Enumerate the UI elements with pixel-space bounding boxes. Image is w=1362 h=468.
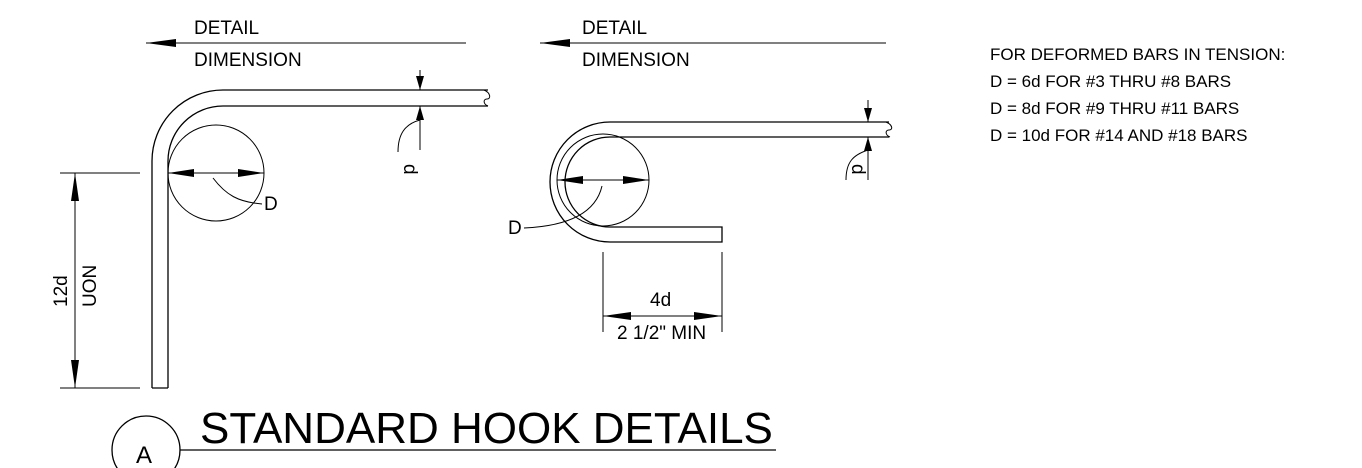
right-bend-diameter-dimension [557, 176, 649, 184]
notes-line: D = 8d FOR #9 THRU #11 BARS [990, 99, 1239, 118]
left-detail-dimension-arrow [146, 39, 466, 47]
notes-heading: FOR DEFORMED BARS IN TENSION: [990, 45, 1285, 64]
left-leg-length-line2: UON [80, 265, 101, 307]
left-hook-detail: DETAIL DIMENSION D d [51, 18, 491, 389]
right-detail-header-line1: DETAIL [582, 18, 647, 39]
left-diameter-label: D [264, 194, 278, 215]
left-diameter-leader [212, 177, 263, 205]
left-detail-header-line2: DIMENSION [194, 50, 302, 71]
notes-line: D = 6d FOR #3 THRU #8 BARS [990, 72, 1231, 91]
drawing-title: STANDARD HOOK DETAILS [200, 404, 773, 453]
right-hook-detail: DETAIL DIMENSION D d 4d 2 1/2" M [508, 18, 893, 344]
right-hook-bar [549, 121, 889, 243]
right-extension-dimension [602, 252, 723, 332]
right-detail-dimension-arrow [540, 39, 886, 47]
right-diameter-label: D [508, 218, 522, 239]
right-bar-diameter-dimension [864, 100, 872, 180]
left-bend-diameter-dimension [168, 169, 264, 177]
right-diameter-leader [523, 185, 603, 229]
right-extension-line1: 4d [650, 290, 671, 311]
left-bar-dia-label: d [399, 164, 420, 175]
right-extension-line2: 2 1/2" MIN [617, 323, 706, 344]
right-bar-dia-leader [845, 149, 869, 181]
bend-diameter-notes: FOR DEFORMED BARS IN TENSION: D = 6d FOR… [990, 45, 1285, 145]
notes-line: D = 10d FOR #14 AND #18 BARS [990, 126, 1248, 145]
left-bar-dia-leader [397, 119, 421, 153]
right-bar-break [885, 121, 893, 138]
title-block: A STANDARD HOOK DETAILS [111, 404, 776, 468]
left-bar-break [483, 89, 491, 107]
right-detail-header-line2: DIMENSION [582, 50, 690, 71]
left-bar-diameter-dimension [416, 70, 424, 150]
left-leg-length-line1: 12d [51, 275, 72, 307]
detail-tag: A [136, 442, 152, 468]
right-bar-dia-label: d [847, 164, 868, 175]
left-leg-length-dimension [60, 172, 140, 389]
left-detail-header-line1: DETAIL [194, 18, 259, 39]
left-hook-bar [151, 89, 488, 389]
